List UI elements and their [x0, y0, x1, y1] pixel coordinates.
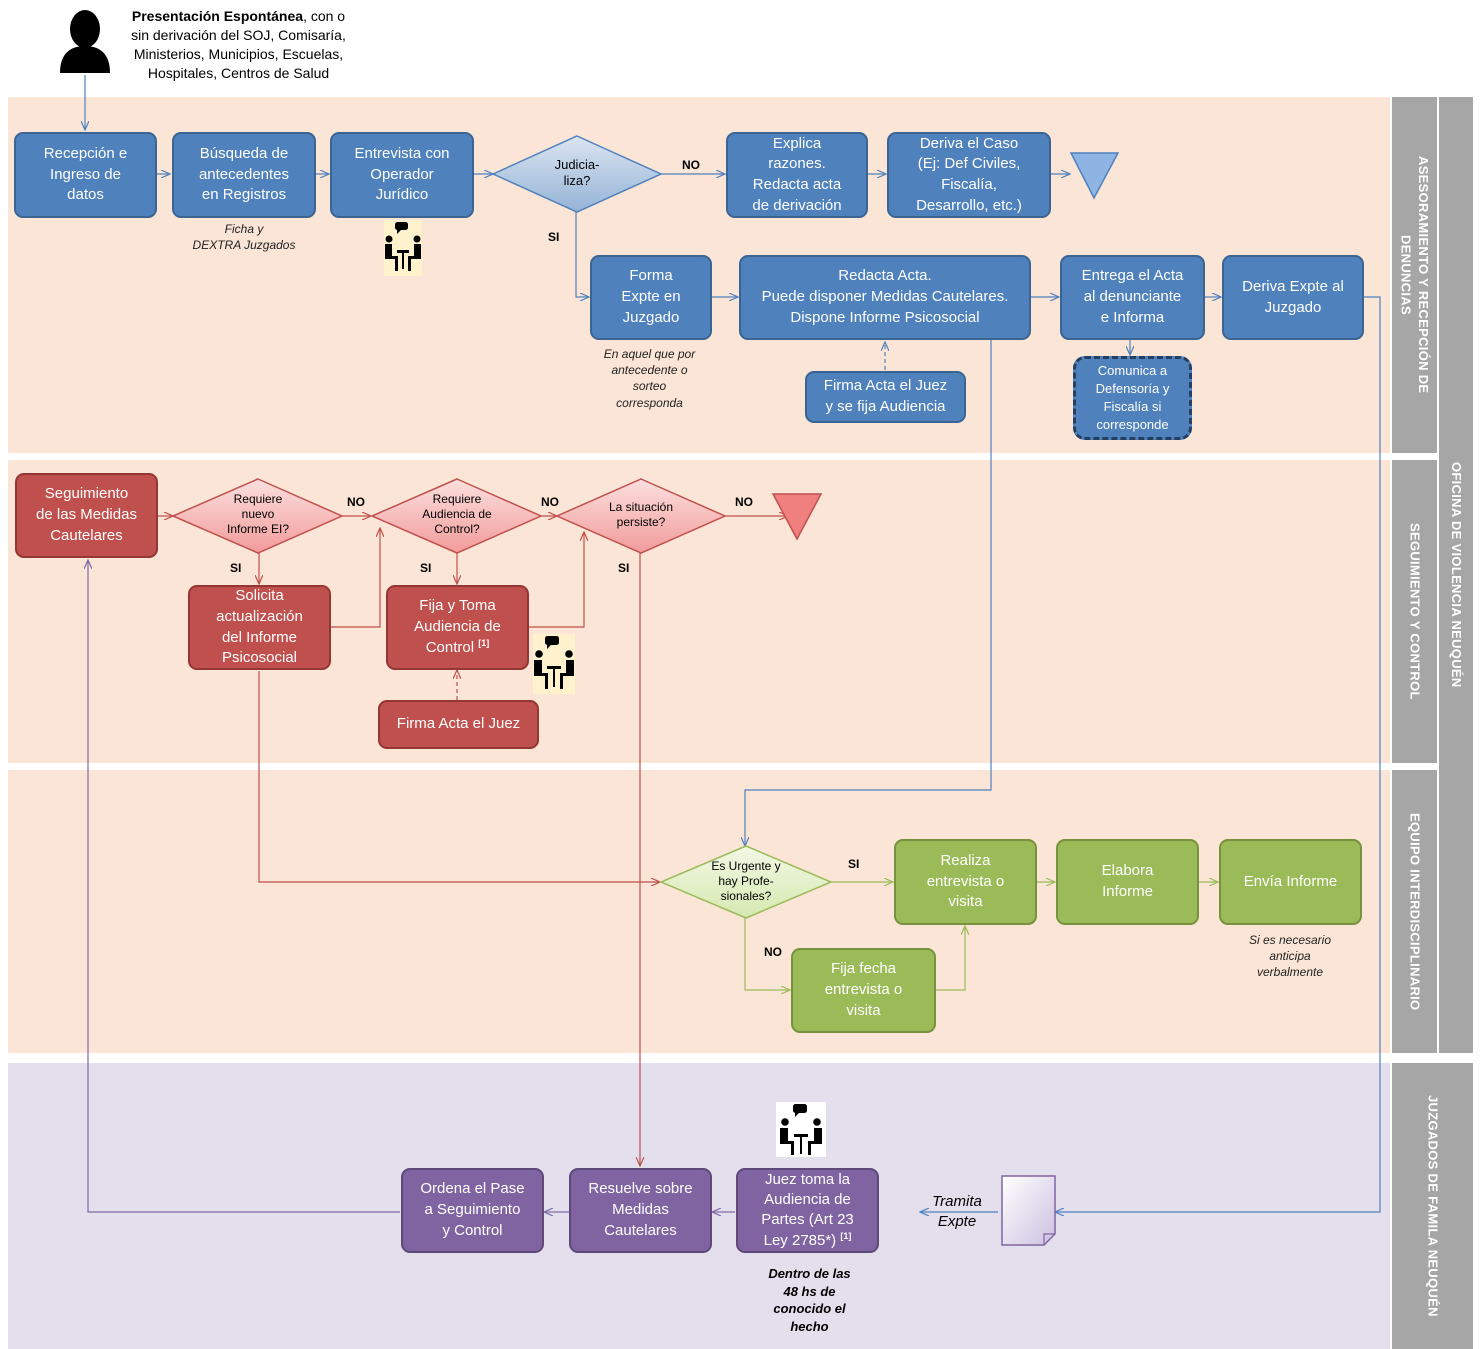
step-entrega-acta: Entrega el Acta al denunciante e Informa: [1060, 255, 1205, 340]
step-seguimiento-medidas: Seguimiento de las Medidas Cautelares: [15, 473, 158, 558]
juez-toma-text: Juez toma la Audiencia de Partes (Art 23…: [761, 1170, 854, 1252]
step-recepcion: Recepción e Ingreso de datos: [14, 132, 157, 218]
lane-label-asesoramiento: ASESORAMIENTO Y RECEPCIÓN DE DENUNCIAS: [1392, 97, 1437, 453]
decision-urgente: [659, 845, 833, 919]
step-deriva-expte: Deriva Expte al Juzgado: [1222, 255, 1364, 340]
step-fija-fecha: Fija fecha entrevista o visita: [791, 948, 936, 1033]
label-no: NO: [682, 158, 700, 172]
note-forma-expte: En aquel que por antecedente o sorteo co…: [603, 347, 696, 410]
connector: [528, 532, 584, 628]
decision-urgente-label: Es Urgente y hay Profe- sionales?: [711, 859, 781, 903]
step-deriva-caso: Deriva el Caso (Ej: Def Civiles, Fiscalí…: [887, 132, 1051, 218]
terminator-triangle-icon: [1069, 152, 1120, 200]
note-juez-toma: Dentro de las 48 hs de conocido el hecho: [768, 1266, 851, 1334]
label-no: NO: [764, 945, 782, 959]
document-icon: [1001, 1175, 1056, 1246]
lane-label-oficina: OFICINA DE VIOLENCIA NEUQUÉN: [1439, 97, 1473, 1053]
lane-label-juzgados: JUZGADOS DE FAMILA NEUQUÉN: [1392, 1063, 1473, 1349]
meeting-icon: [384, 220, 422, 276]
meeting-icon: [776, 1102, 826, 1157]
label-si: SI: [548, 230, 560, 244]
label-si: SI: [230, 561, 242, 575]
step-firma-juez-audiencia: Firma Acta el Juez y se fija Audiencia: [805, 371, 966, 423]
step-envia-informe: Envía Informe: [1219, 839, 1362, 925]
step-comunica: Comunica a Defensoría y Fiscalía si corr…: [1073, 356, 1192, 440]
header-line: Ministerios, Municipios, Escuelas,: [133, 46, 344, 63]
connector: [258, 671, 660, 882]
step-explica: Explica razones. Redacta acta de derivac…: [726, 132, 868, 218]
terminator-triangle-icon: [771, 493, 823, 541]
label-no: NO: [735, 495, 753, 509]
decision-requiere-audiencia: [370, 478, 543, 554]
fija-toma-label: Fija y Toma Audiencia de Control: [414, 596, 501, 657]
label-no: NO: [347, 495, 365, 509]
decision-judicializa-label: Judicia- liza?: [554, 157, 600, 189]
note-envia-informe: Si es necesario anticipa verbalmente: [1248, 933, 1332, 980]
footnote-ref: [1]: [840, 1231, 852, 1242]
step-juez-toma-audiencia: Juez toma la Audiencia de Partes (Art 23…: [736, 1168, 879, 1253]
connector: [936, 926, 965, 991]
juez-toma-label: Juez toma la Audiencia de Partes (Art 23…: [761, 1170, 854, 1250]
step-firma-acta-juez: Firma Acta el Juez: [378, 700, 539, 749]
step-busqueda: Búsqueda de antecedentes en Registros: [172, 132, 316, 218]
step-resuelve-medidas: Resuelve sobre Medidas Cautelares: [569, 1168, 712, 1253]
decision-requiere-audiencia-label: Requiere Audiencia de Control?: [422, 492, 492, 536]
label-tramita-expte: Tramita Expte: [932, 1193, 982, 1231]
decision-situacion-persiste: [555, 478, 727, 554]
step-entrevista: Entrevista con Operador Jurídico: [330, 132, 474, 218]
step-elabora-informe: Elabora Informe: [1056, 839, 1199, 925]
decision-requiere-informe-label: Requiere nuevo Informe EI?: [226, 492, 290, 536]
header-title-rest: , con o: [303, 8, 346, 24]
connector: [575, 212, 589, 297]
label-no: NO: [541, 495, 559, 509]
step-solicita-actualizacion: Solicita actualización del Informe Psico…: [188, 585, 331, 670]
label-si: SI: [420, 561, 432, 575]
header-title-bold: Presentación Espontánea: [131, 8, 304, 24]
lane-label-seguimiento: SEGUIMIENTO Y CONTROL: [1392, 460, 1437, 763]
header-title-line: Presentación Espontánea, con o: [110, 7, 367, 26]
connector: [331, 528, 380, 628]
footnote-ref: [1]: [478, 638, 490, 649]
label-si: SI: [618, 561, 630, 575]
header-text: Presentación Espontánea, con o sin deriv…: [110, 7, 367, 83]
step-ordena-pase: Ordena el Pase a Seguimiento y Control: [401, 1168, 544, 1253]
decision-requiere-informe: [171, 478, 344, 554]
step-forma-expte: Forma Expte en Juzgado: [590, 255, 712, 340]
decision-situacion-label: La situación persiste?: [608, 500, 674, 529]
person-icon: [60, 10, 110, 73]
label-si: SI: [848, 857, 860, 871]
fija-toma-text: Fija y Toma Audiencia de Control [1]: [414, 596, 501, 659]
step-redacta-acta: Redacta Acta. Puede disponer Medidas Cau…: [739, 255, 1031, 340]
connector: [745, 340, 992, 846]
meeting-icon: [533, 634, 575, 694]
decision-judicializa: [491, 135, 663, 213]
connector: [1055, 296, 1381, 1212]
lane-label-equipo: EQUIPO INTERDISCIPLINARIO: [1392, 770, 1437, 1053]
connector: [744, 918, 790, 990]
step-fija-toma-audiencia: Fija y Toma Audiencia de Control [1]: [386, 585, 529, 670]
header-line: Hospitales, Centros de Salud: [147, 65, 330, 82]
step-realiza-entrevista: Realiza entrevista o visita: [894, 839, 1037, 925]
note-busqueda: Ficha y DEXTRA Juzgados: [192, 222, 296, 253]
header-line: sin derivación del SOJ, Comisaría,: [131, 27, 346, 44]
connector: [88, 560, 400, 1213]
